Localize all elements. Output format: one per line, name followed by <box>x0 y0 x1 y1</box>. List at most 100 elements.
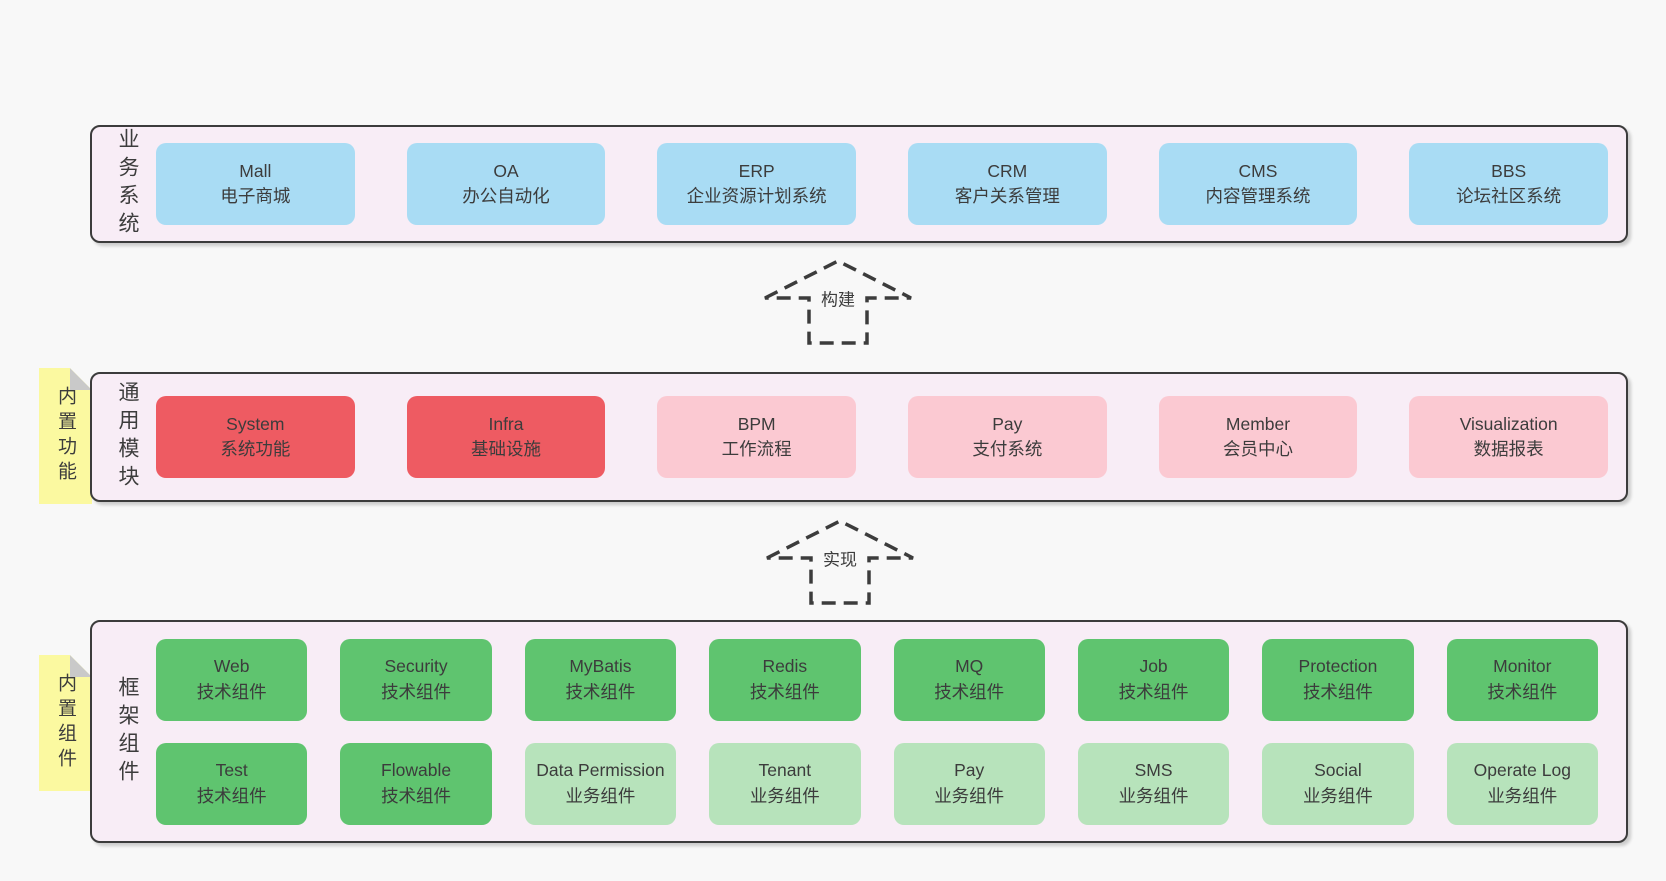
note-fold-corner-icon <box>70 368 92 390</box>
box-subtitle: 技术组件 <box>1118 681 1189 702</box>
box-bpm: BPM 工作流程 <box>657 396 856 478</box>
band-rows: Web 技术组件 Security 技术组件 MyBatis 技术组件 Redi… <box>156 638 1598 825</box>
band-row-2: Test 技术组件 Flowable 技术组件 Data Permission … <box>156 742 1598 825</box>
box-title: System <box>226 413 285 434</box>
box-cms: CMS 内容管理系统 <box>1158 143 1358 225</box>
box-flowable: Flowable 技术组件 <box>340 742 492 825</box>
box-subtitle: 技术组件 <box>934 681 1005 702</box>
box-subtitle: 技术组件 <box>196 681 267 702</box>
box-title: Infra <box>488 413 524 434</box>
note-built-in-features: 内置功能 <box>39 368 92 504</box>
box-subtitle: 技术组件 <box>1302 681 1373 702</box>
box-title: Member <box>1225 413 1291 434</box>
box-subtitle: 业务组件 <box>1118 785 1189 806</box>
box-title: CRM <box>987 160 1028 181</box>
arrow-build: 构建 <box>763 258 913 346</box>
box-monitor: Monitor 技术组件 <box>1446 638 1598 721</box>
box-subtitle: 系统功能 <box>220 439 291 459</box>
box-subtitle: 客户关系管理 <box>954 186 1060 206</box>
box-title: MQ <box>955 656 984 677</box>
box-subtitle: 基础设施 <box>470 439 541 459</box>
box-title: Tenant <box>758 760 812 781</box>
box-title: SMS <box>1134 760 1173 781</box>
box-social: Social 业务组件 <box>1262 742 1414 825</box>
box-crm: CRM 客户关系管理 <box>908 143 1107 225</box>
box-subtitle: 业务组件 <box>934 785 1005 806</box>
box-pay-component: Pay 业务组件 <box>893 742 1045 825</box>
box-data-permission: Data Permission 业务组件 <box>524 742 677 825</box>
box-title: Visualization <box>1459 413 1558 434</box>
box-title: Social <box>1314 760 1362 781</box>
box-web: Web 技术组件 <box>156 638 308 721</box>
dashed-up-arrow-icon <box>764 259 912 345</box>
box-operate-log: Operate Log 业务组件 <box>1446 742 1598 825</box>
box-title: Web <box>213 656 250 677</box>
box-job: Job 技术组件 <box>1077 638 1230 721</box>
box-subtitle: 技术组件 <box>381 681 452 702</box>
box-bbs: BBS 论坛社区系统 <box>1409 143 1608 225</box>
box-title: Job <box>1139 656 1168 677</box>
band-label: 业务系统 <box>116 128 139 240</box>
box-erp: ERP 企业资源计划系统 <box>657 143 856 225</box>
band-business-systems: 业务系统 Mall 电子商城 OA 办公自动化 ERP 企业资源计划系统 CRM… <box>90 125 1628 243</box>
box-subtitle: 会员中心 <box>1222 439 1293 459</box>
box-title: BBS <box>1491 160 1527 181</box>
box-title: Operate Log <box>1473 760 1571 781</box>
box-title: MyBatis <box>569 656 632 677</box>
box-mall: Mall 电子商城 <box>156 143 355 225</box>
box-title: Pay <box>992 413 1023 434</box>
box-redis: Redis 技术组件 <box>709 638 861 721</box>
arrow-label: 实现 <box>818 543 862 573</box>
box-subtitle: 技术组件 <box>749 681 820 702</box>
box-subtitle: 数据报表 <box>1473 439 1544 459</box>
box-subtitle: 办公自动化 <box>462 186 550 206</box>
box-security: Security 技术组件 <box>340 638 492 721</box>
note-text: 内置功能 <box>55 386 76 486</box>
box-title: CMS <box>1238 160 1278 181</box>
box-title: Protection <box>1298 656 1378 677</box>
arrow-label: 构建 <box>816 283 860 313</box>
box-mybatis: MyBatis 技术组件 <box>524 638 677 721</box>
box-member: Member 会员中心 <box>1158 396 1358 478</box>
note-text: 内置组件 <box>55 673 76 773</box>
box-test: Test 技术组件 <box>156 742 308 825</box>
box-subtitle: 企业资源计划系统 <box>686 186 827 206</box>
box-title: Redis <box>762 656 808 677</box>
dashed-up-arrow-icon <box>766 519 914 605</box>
box-subtitle: 业务组件 <box>565 785 636 806</box>
box-subtitle: 技术组件 <box>196 785 267 806</box>
band-boxes: System 系统功能 Infra 基础设施 BPM 工作流程 Pay 支付系统… <box>156 396 1608 478</box>
box-title: Data Permission <box>536 760 665 781</box>
box-oa: OA 办公自动化 <box>406 143 606 225</box>
box-subtitle: 论坛社区系统 <box>1456 186 1562 206</box>
arrow-implement: 实现 <box>765 518 915 606</box>
note-fold-corner-icon <box>70 655 92 677</box>
box-title: Pay <box>954 760 985 781</box>
box-title: Security <box>384 656 448 677</box>
box-title: BPM <box>737 413 776 434</box>
box-title: OA <box>493 160 519 181</box>
box-pay-system: Pay 支付系统 <box>908 396 1107 478</box>
box-subtitle: 技术组件 <box>1487 681 1558 702</box>
box-title: Test <box>215 760 248 781</box>
box-sms: SMS 业务组件 <box>1077 742 1230 825</box>
box-system: System 系统功能 <box>156 396 355 478</box>
band-label: 框架组件 <box>116 675 139 788</box>
box-subtitle: 支付系统 <box>972 439 1043 459</box>
band-boxes: Mall 电子商城 OA 办公自动化 ERP 企业资源计划系统 CRM 客户关系… <box>156 143 1608 225</box>
box-infra: Infra 基础设施 <box>406 396 606 478</box>
box-protection: Protection 技术组件 <box>1262 638 1414 721</box>
box-mq: MQ 技术组件 <box>893 638 1045 721</box>
box-tenant: Tenant 业务组件 <box>709 742 861 825</box>
box-title: Monitor <box>1493 656 1552 677</box>
box-subtitle: 内容管理系统 <box>1205 186 1311 206</box>
band-framework-components: 框架组件 Web 技术组件 Security 技术组件 MyBatis 技术组件… <box>90 620 1628 843</box>
box-subtitle: 业务组件 <box>1302 785 1373 806</box>
box-visualization: Visualization 数据报表 <box>1409 396 1608 478</box>
box-subtitle: 业务组件 <box>749 785 820 806</box>
band-common-modules: 通用模块 System 系统功能 Infra 基础设施 BPM 工作流程 Pay… <box>90 372 1628 502</box>
band-label: 通用模块 <box>116 381 139 493</box>
box-subtitle: 业务组件 <box>1487 785 1558 806</box>
note-built-in-components: 内置组件 <box>39 655 92 791</box>
